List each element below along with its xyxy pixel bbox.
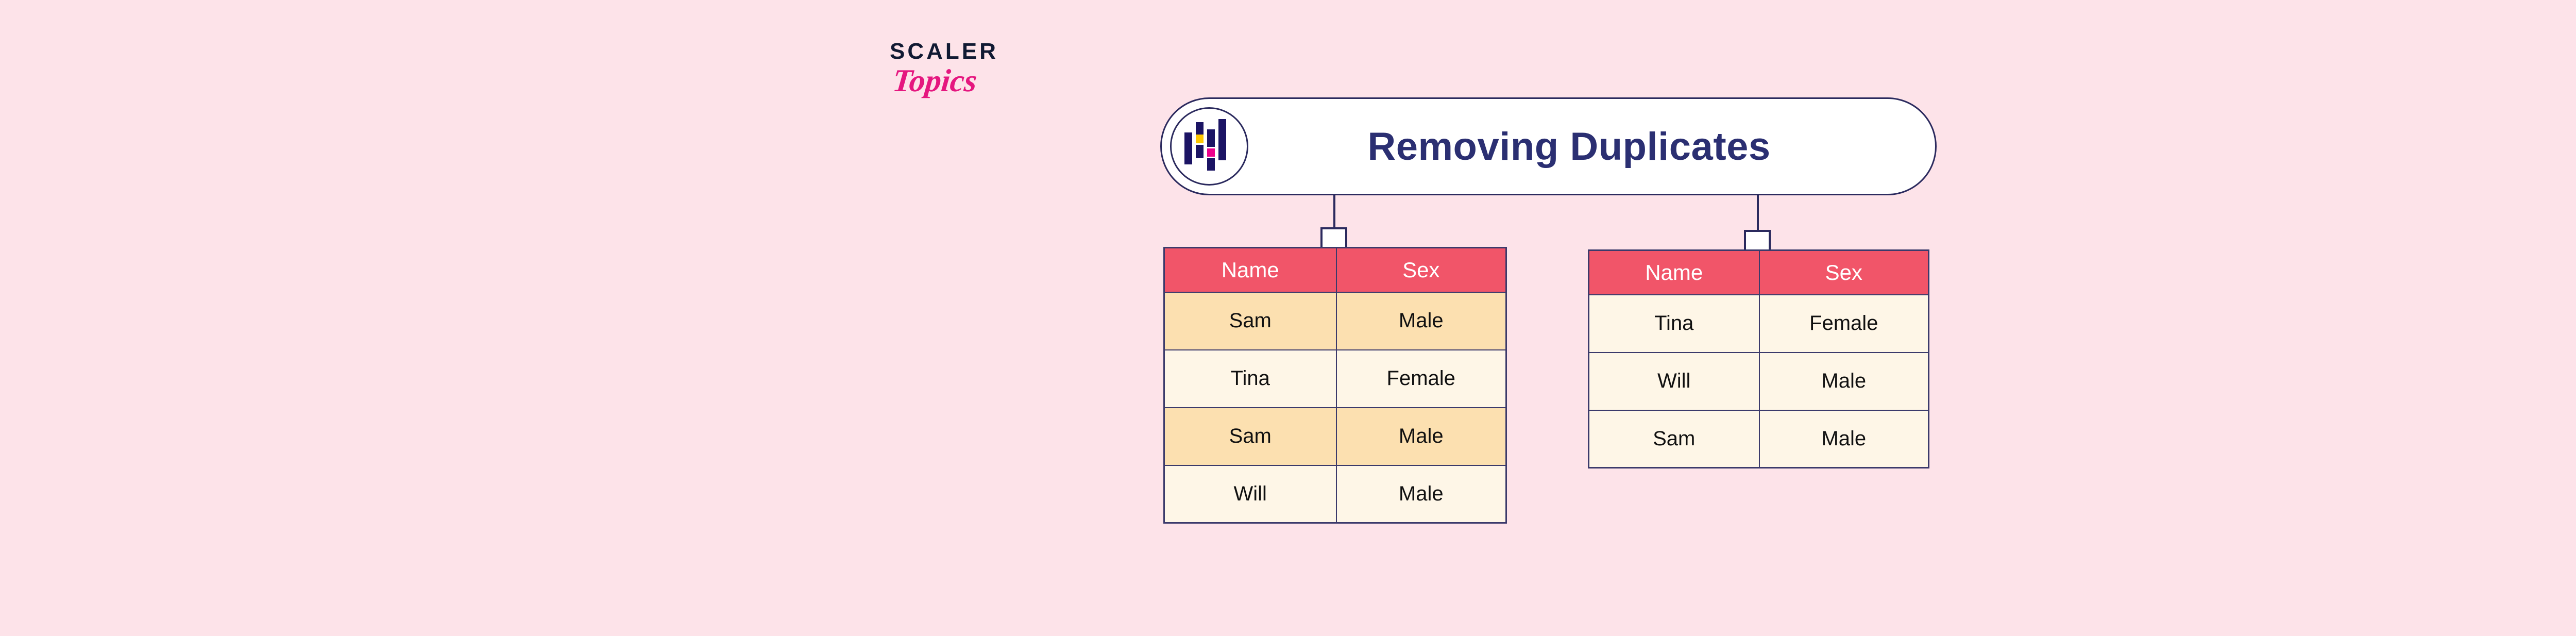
table-row: Tina Female [1163, 349, 1507, 408]
cell-sex: Male [1335, 291, 1507, 350]
scaler-topics-logo: SCALER Topics [890, 40, 1044, 128]
input-table-with-duplicates: Name Sex Sam Male Tina Female Sam Male W… [1163, 247, 1507, 524]
logo-topics-wordmark: Topics [891, 63, 979, 98]
table-row: Will Male [1588, 352, 1929, 411]
connector-line-right [1757, 195, 1759, 230]
cell-sex: Male [1335, 464, 1507, 524]
cell-sex: Male [1335, 407, 1507, 466]
cell-name: Will [1588, 352, 1760, 411]
output-table-deduplicated: Name Sex Tina Female Will Male Sam Male [1588, 249, 1929, 468]
cell-sex: Female [1758, 294, 1929, 353]
cell-name: Tina [1163, 349, 1337, 408]
cell-name: Will [1163, 464, 1337, 524]
column-header-sex: Sex [1758, 249, 1929, 295]
title-banner: Removing Duplicates [1160, 97, 1937, 195]
column-header-name: Name [1588, 249, 1760, 295]
column-header-sex: Sex [1335, 247, 1507, 293]
logo-scaler-wordmark: SCALER [890, 39, 998, 64]
table-row: Sam Male [1163, 291, 1507, 350]
connector-line-left [1333, 195, 1335, 228]
scaler-bars-icon [1170, 107, 1248, 186]
table-header-row: Name Sex [1163, 247, 1507, 293]
table-row: Sam Male [1588, 409, 1929, 468]
table-row: Sam Male [1163, 407, 1507, 466]
table-row: Will Male [1163, 464, 1507, 524]
cell-name: Sam [1163, 407, 1337, 466]
cell-name: Sam [1163, 291, 1337, 350]
cell-sex: Male [1758, 352, 1929, 411]
cell-name: Tina [1588, 294, 1760, 353]
cell-name: Sam [1588, 409, 1760, 468]
table-row: Tina Female [1588, 294, 1929, 353]
scaler-bars-icon-glyph [1184, 119, 1226, 171]
column-header-name: Name [1163, 247, 1337, 293]
cell-sex: Male [1758, 409, 1929, 468]
table-header-row: Name Sex [1588, 249, 1929, 295]
cell-sex: Female [1335, 349, 1507, 408]
page-title: Removing Duplicates [1367, 124, 1771, 169]
